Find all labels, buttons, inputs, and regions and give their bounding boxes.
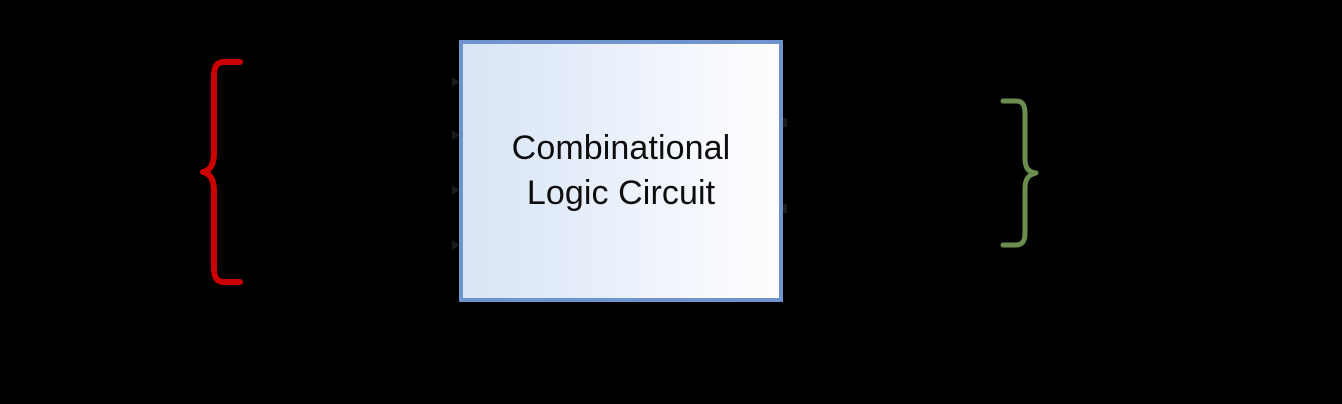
- input-brace-path: [200, 59, 243, 285]
- combinational-logic-block[interactable]: Combinational Logic Circuit: [459, 40, 783, 302]
- output-wires: [783, 120, 1005, 210]
- output-brace-path: [1000, 98, 1039, 248]
- input-wires: [240, 80, 452, 247]
- combinational-logic-block-label: Combinational Logic Circuit: [511, 129, 731, 212]
